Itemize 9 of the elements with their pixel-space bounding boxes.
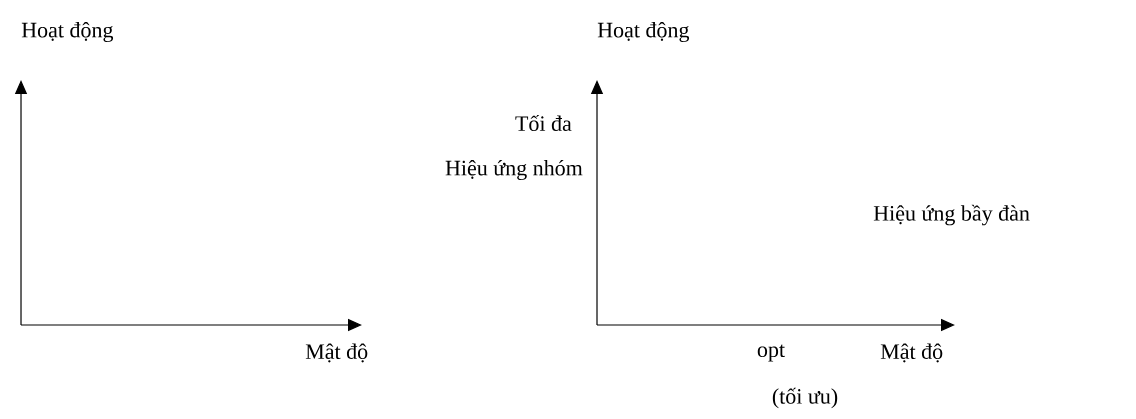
axis-label: (tối ưu): [772, 387, 838, 409]
axis-label: Hoạt động: [21, 21, 114, 43]
axis-label: Mật độ: [880, 343, 943, 363]
axis-label: Hoạt động: [597, 21, 690, 43]
axis-label: Hiệu ứng bầy đàn: [873, 204, 1030, 226]
axis-label: opt: [757, 344, 785, 362]
axis-label: Tối đa: [515, 114, 572, 132]
axis-label: Hiệu ứng nhóm: [445, 159, 583, 180]
axis-label: Mật độ: [305, 343, 368, 363]
